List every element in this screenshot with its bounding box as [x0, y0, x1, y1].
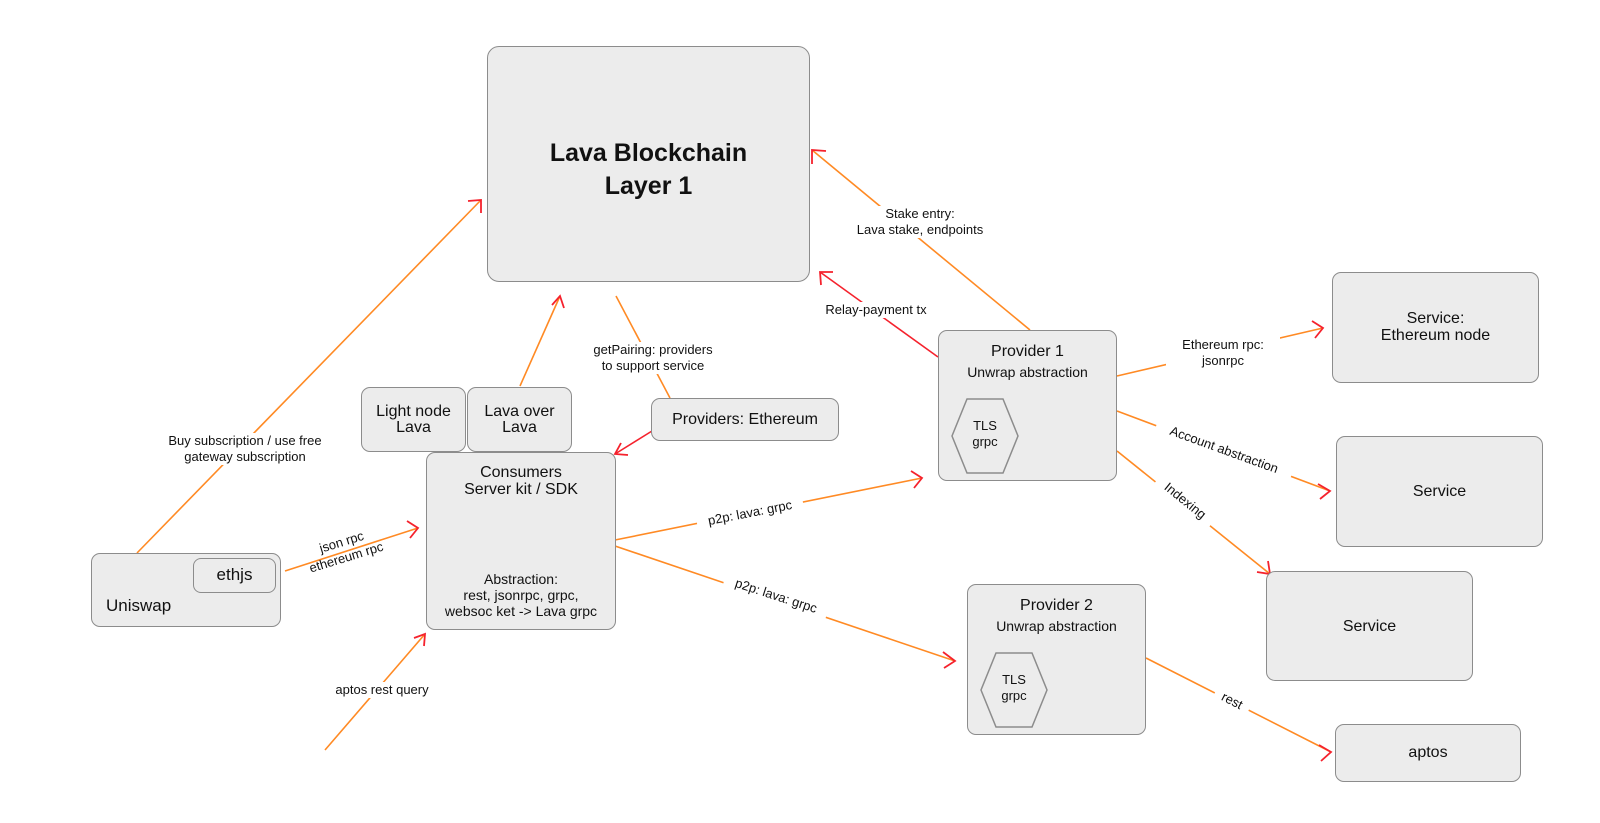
- buy-subscription-label-line1: Buy subscription / use free: [168, 433, 322, 448]
- service-account-label: Service: [1412, 483, 1467, 500]
- provider1-hex-tls: TLS: [973, 418, 997, 433]
- consumers-title: Consumers: [480, 464, 562, 481]
- relay-payment-label: Relay-payment tx: [812, 302, 940, 318]
- ethjs-node[interactable]: ethjs: [193, 558, 276, 593]
- providers-to-consumers-arrowhead: [613, 442, 629, 456]
- get-pairing-label-line1: getPairing: providers: [593, 342, 713, 357]
- buy-subscription-arrowhead: [467, 199, 482, 213]
- aptos-label: aptos: [1408, 744, 1448, 761]
- consumers-node[interactable]: Consumers Server kit / SDK Abstraction: …: [426, 452, 616, 630]
- light-node-lava-node[interactable]: Light node Lava: [361, 387, 466, 452]
- service-account-node[interactable]: Service: [1336, 436, 1543, 547]
- lava-over-lava-line: [519, 295, 561, 387]
- stake-entry-line: [811, 149, 1031, 331]
- get-pairing-label-line2: to support service: [601, 358, 705, 373]
- p2p-provider2-arrowhead: [942, 651, 957, 669]
- uniswap-label: Uniswap: [106, 596, 172, 615]
- lava-blockchain-node[interactable]: Lava Blockchain Layer 1: [487, 46, 810, 282]
- service-ethereum-node[interactable]: Service: Ethereum node: [1332, 272, 1539, 383]
- aptos-node[interactable]: aptos: [1335, 724, 1521, 782]
- ethereum-rpc-arrowhead: [1311, 320, 1325, 339]
- provider2-node[interactable]: Provider 2 Unwrap abstraction TLS grpc: [967, 584, 1146, 735]
- providers-ethereum-node[interactable]: Providers: Ethereum: [651, 398, 839, 441]
- providers-to-consumers-line: [614, 430, 653, 455]
- provider2-hex-grpc: grpc: [1001, 688, 1027, 703]
- uniswap-node[interactable]: Uniswap ethjs: [91, 553, 281, 627]
- provider2-title: Provider 2: [1020, 597, 1093, 614]
- lava-over-lava-line2: Lava: [502, 419, 537, 436]
- stake-entry-label-line1: Stake entry:: [885, 206, 955, 221]
- provider2-hex-tls: TLS: [1002, 672, 1026, 687]
- lava-over-lava-line1: Lava over: [484, 403, 555, 420]
- get-pairing-label: getPairing: providers to support service: [576, 342, 730, 374]
- lava-over-lava-arrowhead: [551, 294, 565, 309]
- stake-entry-label: Stake entry: Lava stake, endpoints: [838, 206, 1002, 238]
- buy-subscription-line: [136, 199, 482, 554]
- rest-arrowhead: [1318, 744, 1333, 762]
- provider2-tls-hexagon: [980, 652, 1048, 728]
- stake-entry-label-line2: Lava stake, endpoints: [856, 222, 984, 237]
- buy-subscription-label-line2: gateway subscription: [184, 449, 306, 464]
- consumers-abstraction-line2: rest, jsonrpc, grpc,: [463, 587, 579, 603]
- json-rpc-line: [284, 527, 419, 572]
- provider2-subtitle: Unwrap abstraction: [996, 618, 1117, 634]
- consumers-abstraction-line3: websoc ket -> Lava grpc: [444, 603, 598, 619]
- light-node-line1: Light node: [376, 403, 451, 420]
- buy-subscription-label: Buy subscription / use free gateway subs…: [148, 433, 342, 465]
- ethereum-rpc-label-line2: jsonrpc: [1202, 353, 1244, 368]
- consumers-abstraction-line1: Abstraction:: [484, 571, 558, 587]
- consumers-subtitle: Server kit / SDK: [464, 481, 578, 498]
- aptos-rest-query-arrowhead: [413, 632, 427, 647]
- lava-over-lava-node[interactable]: Lava over Lava: [467, 387, 572, 452]
- provider1-tls-hexagon: [951, 398, 1019, 474]
- provider1-subtitle: Unwrap abstraction: [967, 364, 1088, 380]
- light-node-line2: Lava: [396, 419, 431, 436]
- service-ethereum-line2: Ethereum node: [1380, 327, 1491, 344]
- account-abstraction-arrowhead: [1317, 483, 1332, 500]
- relay-payment-arrowhead: [819, 271, 833, 286]
- providers-ethereum-label: Providers: Ethereum: [672, 411, 818, 428]
- provider1-node[interactable]: Provider 1 Unwrap abstraction TLS grpc: [938, 330, 1117, 481]
- stake-entry-arrowhead: [811, 149, 827, 164]
- service-indexing-label: Service: [1342, 618, 1397, 635]
- aptos-rest-query-label: aptos rest query: [318, 682, 446, 698]
- provider1-hex-grpc: grpc: [972, 434, 998, 449]
- ethereum-rpc-label: Ethereum rpc: jsonrpc: [1166, 337, 1280, 369]
- service-ethereum-line1: Service:: [1406, 310, 1465, 327]
- provider1-title: Provider 1: [991, 343, 1064, 360]
- json-rpc-arrowhead: [406, 520, 420, 539]
- service-indexing-node[interactable]: Service: [1266, 571, 1473, 681]
- lava-blockchain-title-line1: Lava Blockchain: [549, 139, 748, 167]
- lava-blockchain-title-line2: Layer 1: [604, 172, 693, 200]
- ethereum-rpc-label-line1: Ethereum rpc:: [1182, 337, 1264, 352]
- p2p-provider1-arrowhead: [910, 470, 924, 489]
- ethjs-label: ethjs: [216, 565, 253, 584]
